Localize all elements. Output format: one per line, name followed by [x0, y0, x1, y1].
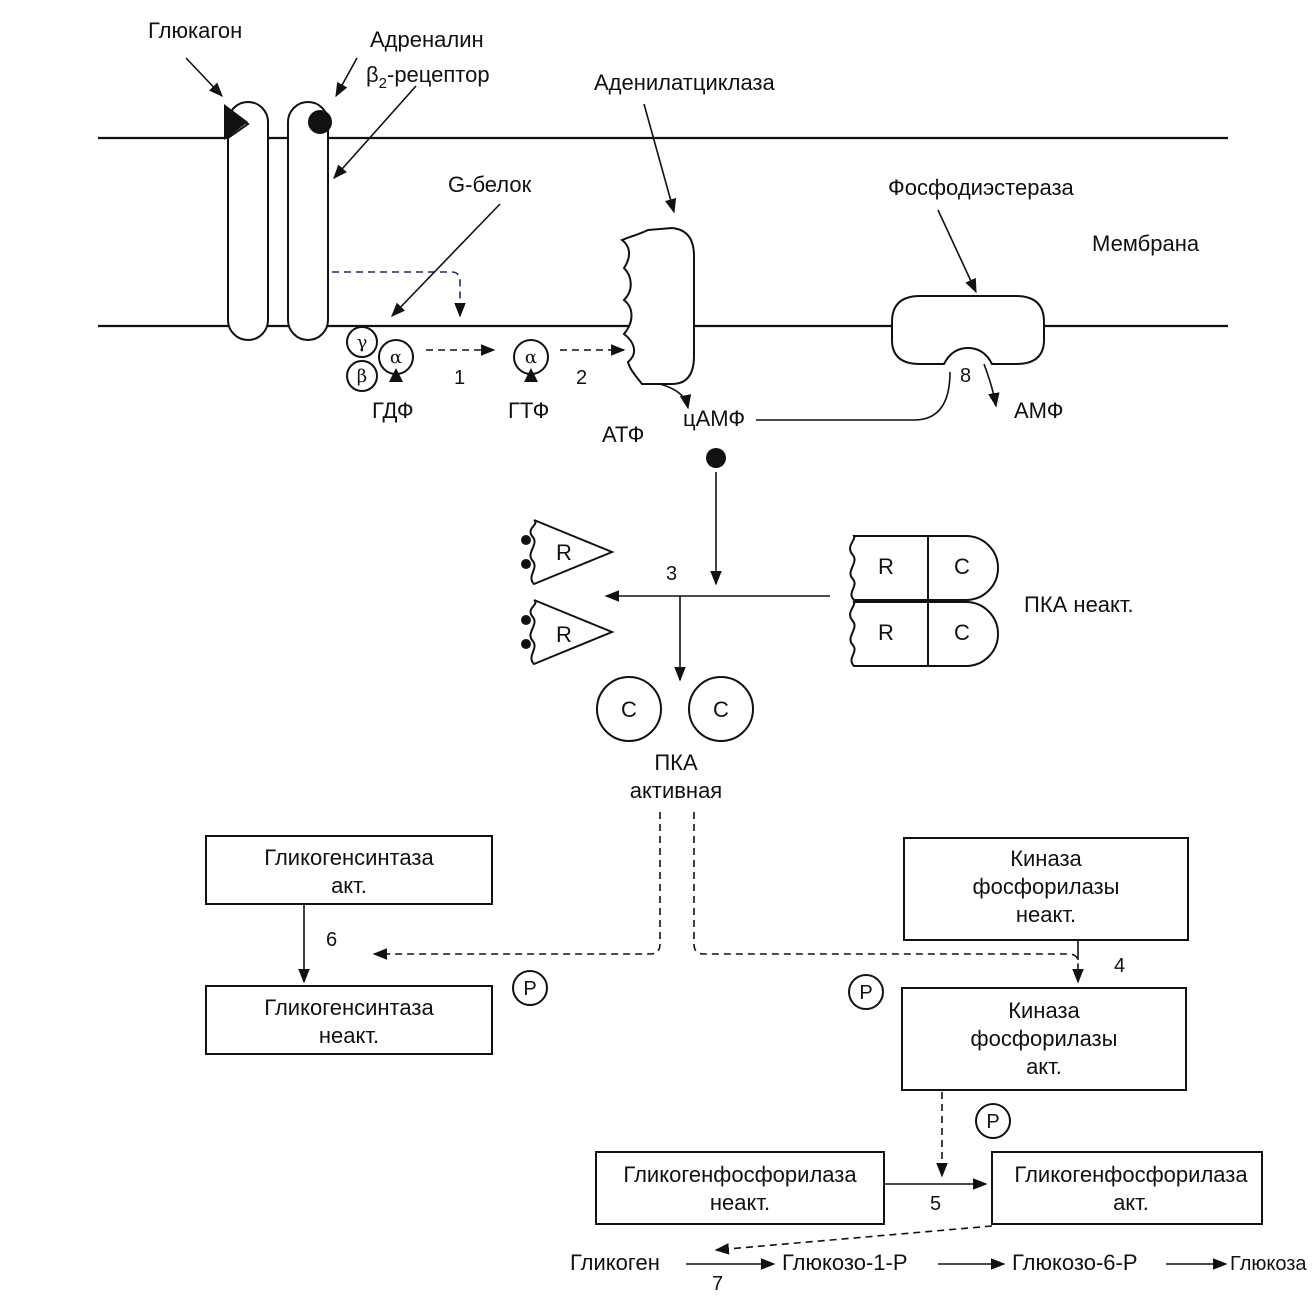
step-6: 6: [326, 929, 337, 951]
pka-inactive-label: ПКА неакт.: [1024, 592, 1134, 617]
membrane-label: Мембрана: [1092, 231, 1200, 256]
camp-label: цАМФ: [683, 406, 745, 431]
svg-text:акт.: акт.: [1026, 1054, 1062, 1079]
svg-text:P: P: [986, 1111, 999, 1133]
pka-active-label: активная: [630, 778, 722, 803]
phosphate-badge: P: [848, 974, 884, 1010]
glycogen-phosphorylase-inactive-box: Гликогенфосфорилаза неакт.: [595, 1151, 885, 1225]
glycogen-label: Гликоген: [570, 1250, 660, 1275]
svg-text:акт.: акт.: [331, 873, 367, 898]
phosphate-badge: P: [975, 1103, 1011, 1139]
glycogen-phosphorylase-active-box: Гликогенфосфорилаза акт.: [991, 1151, 1263, 1225]
glucose-1-phosphate-label: Глюкозо-1-Р: [782, 1250, 908, 1275]
svg-text:R: R: [878, 554, 894, 579]
g-protein-complex: γ β α: [346, 326, 414, 392]
phosphorylase-kinase-inactive-box: Киназа фосфорилазы неакт.: [903, 837, 1189, 941]
svg-text:C: C: [954, 620, 970, 645]
svg-text:R: R: [878, 620, 894, 645]
svg-text:C: C: [954, 554, 970, 579]
gdp-label: ГДФ: [372, 398, 414, 423]
glycogen-synthase-active-box: Гликогенсинтаза акт.: [205, 835, 493, 905]
svg-text:R: R: [556, 540, 572, 565]
camp-molecule: [706, 448, 726, 468]
pka-active-label: ПКА: [654, 750, 698, 775]
pka-inactive: R R C C: [849, 535, 999, 667]
svg-text:неакт.: неакт.: [1016, 902, 1076, 927]
step-7: 7: [712, 1273, 723, 1295]
svg-text:α: α: [390, 347, 402, 368]
regulatory-subunit-camp: R: [521, 519, 615, 586]
phosphate-badge: P: [512, 970, 548, 1006]
adenylate-cyclase: [619, 226, 695, 385]
svg-text:β: β: [357, 366, 367, 387]
svg-text:C: C: [621, 697, 637, 722]
g-alpha-gtp: α: [513, 339, 549, 382]
svg-text:α: α: [525, 347, 537, 368]
adrenaline-label: Адреналин: [370, 27, 484, 52]
step-3: 3: [666, 563, 677, 585]
catalytic-subunit: C: [688, 676, 754, 742]
svg-text:фосфорилазы: фосфорилазы: [973, 874, 1120, 899]
glucagon-receptor: [227, 101, 269, 341]
glucagon-ligand: [224, 104, 248, 140]
glycogen-synthase-inactive-box: Гликогенсинтаза неакт.: [205, 985, 493, 1055]
catalytic-subunit: C: [596, 676, 662, 742]
step-2: 2: [576, 367, 587, 389]
step-5: 5: [930, 1193, 941, 1215]
svg-text:Киназа: Киназа: [1010, 846, 1082, 871]
phosphodiesterase-label: Фосфодиэстераза: [888, 175, 1075, 200]
step-1: 1: [454, 367, 465, 389]
svg-text:C: C: [713, 697, 729, 722]
svg-text:акт.: акт.: [1113, 1190, 1149, 1215]
receptor-to-gprotein-signal: [332, 271, 466, 318]
svg-text:Гликогенфосфорилаза: Гликогенфосфорилаза: [623, 1162, 857, 1187]
regulatory-subunit-camp: R: [521, 599, 615, 666]
svg-text:Киназа: Киназа: [1008, 998, 1080, 1023]
svg-text:P: P: [523, 978, 536, 1000]
phosphorylase-kinase-active-box: Киназа фосфорилазы акт.: [901, 987, 1187, 1091]
amp-label: АМФ: [1014, 398, 1063, 423]
glucose-6-phosphate-label: Глюкозо-6-Р: [1012, 1250, 1138, 1275]
beta2-receptor-label: β2-рецептор: [366, 62, 490, 92]
svg-text:Гликогенфосфорилаза: Гликогенфосфорилаза: [1014, 1162, 1248, 1187]
gtp-label: ГТФ: [508, 398, 549, 423]
atp-label: АТФ: [602, 422, 644, 447]
g-protein-label: G-белок: [448, 172, 532, 197]
glucagon-label: Глюкагон: [148, 18, 242, 43]
step-8: 8: [960, 365, 971, 387]
svg-text:γ: γ: [357, 332, 368, 353]
glucose-label: Глюкоза: [1230, 1253, 1307, 1275]
adrenaline-ligand: [308, 110, 332, 134]
svg-text:Гликогенсинтаза: Гликогенсинтаза: [264, 845, 434, 870]
step-4: 4: [1114, 955, 1125, 977]
svg-text:R: R: [556, 622, 572, 647]
beta2-receptor: [287, 101, 329, 341]
svg-text:неакт.: неакт.: [710, 1190, 770, 1215]
svg-text:P: P: [859, 982, 872, 1004]
adenylate-cyclase-label: Аденилатциклаза: [594, 70, 776, 95]
svg-text:неакт.: неакт.: [319, 1023, 379, 1048]
svg-text:фосфорилазы: фосфорилазы: [971, 1026, 1118, 1051]
svg-text:Гликогенсинтаза: Гликогенсинтаза: [264, 995, 434, 1020]
phosphodiesterase: [891, 295, 1045, 365]
